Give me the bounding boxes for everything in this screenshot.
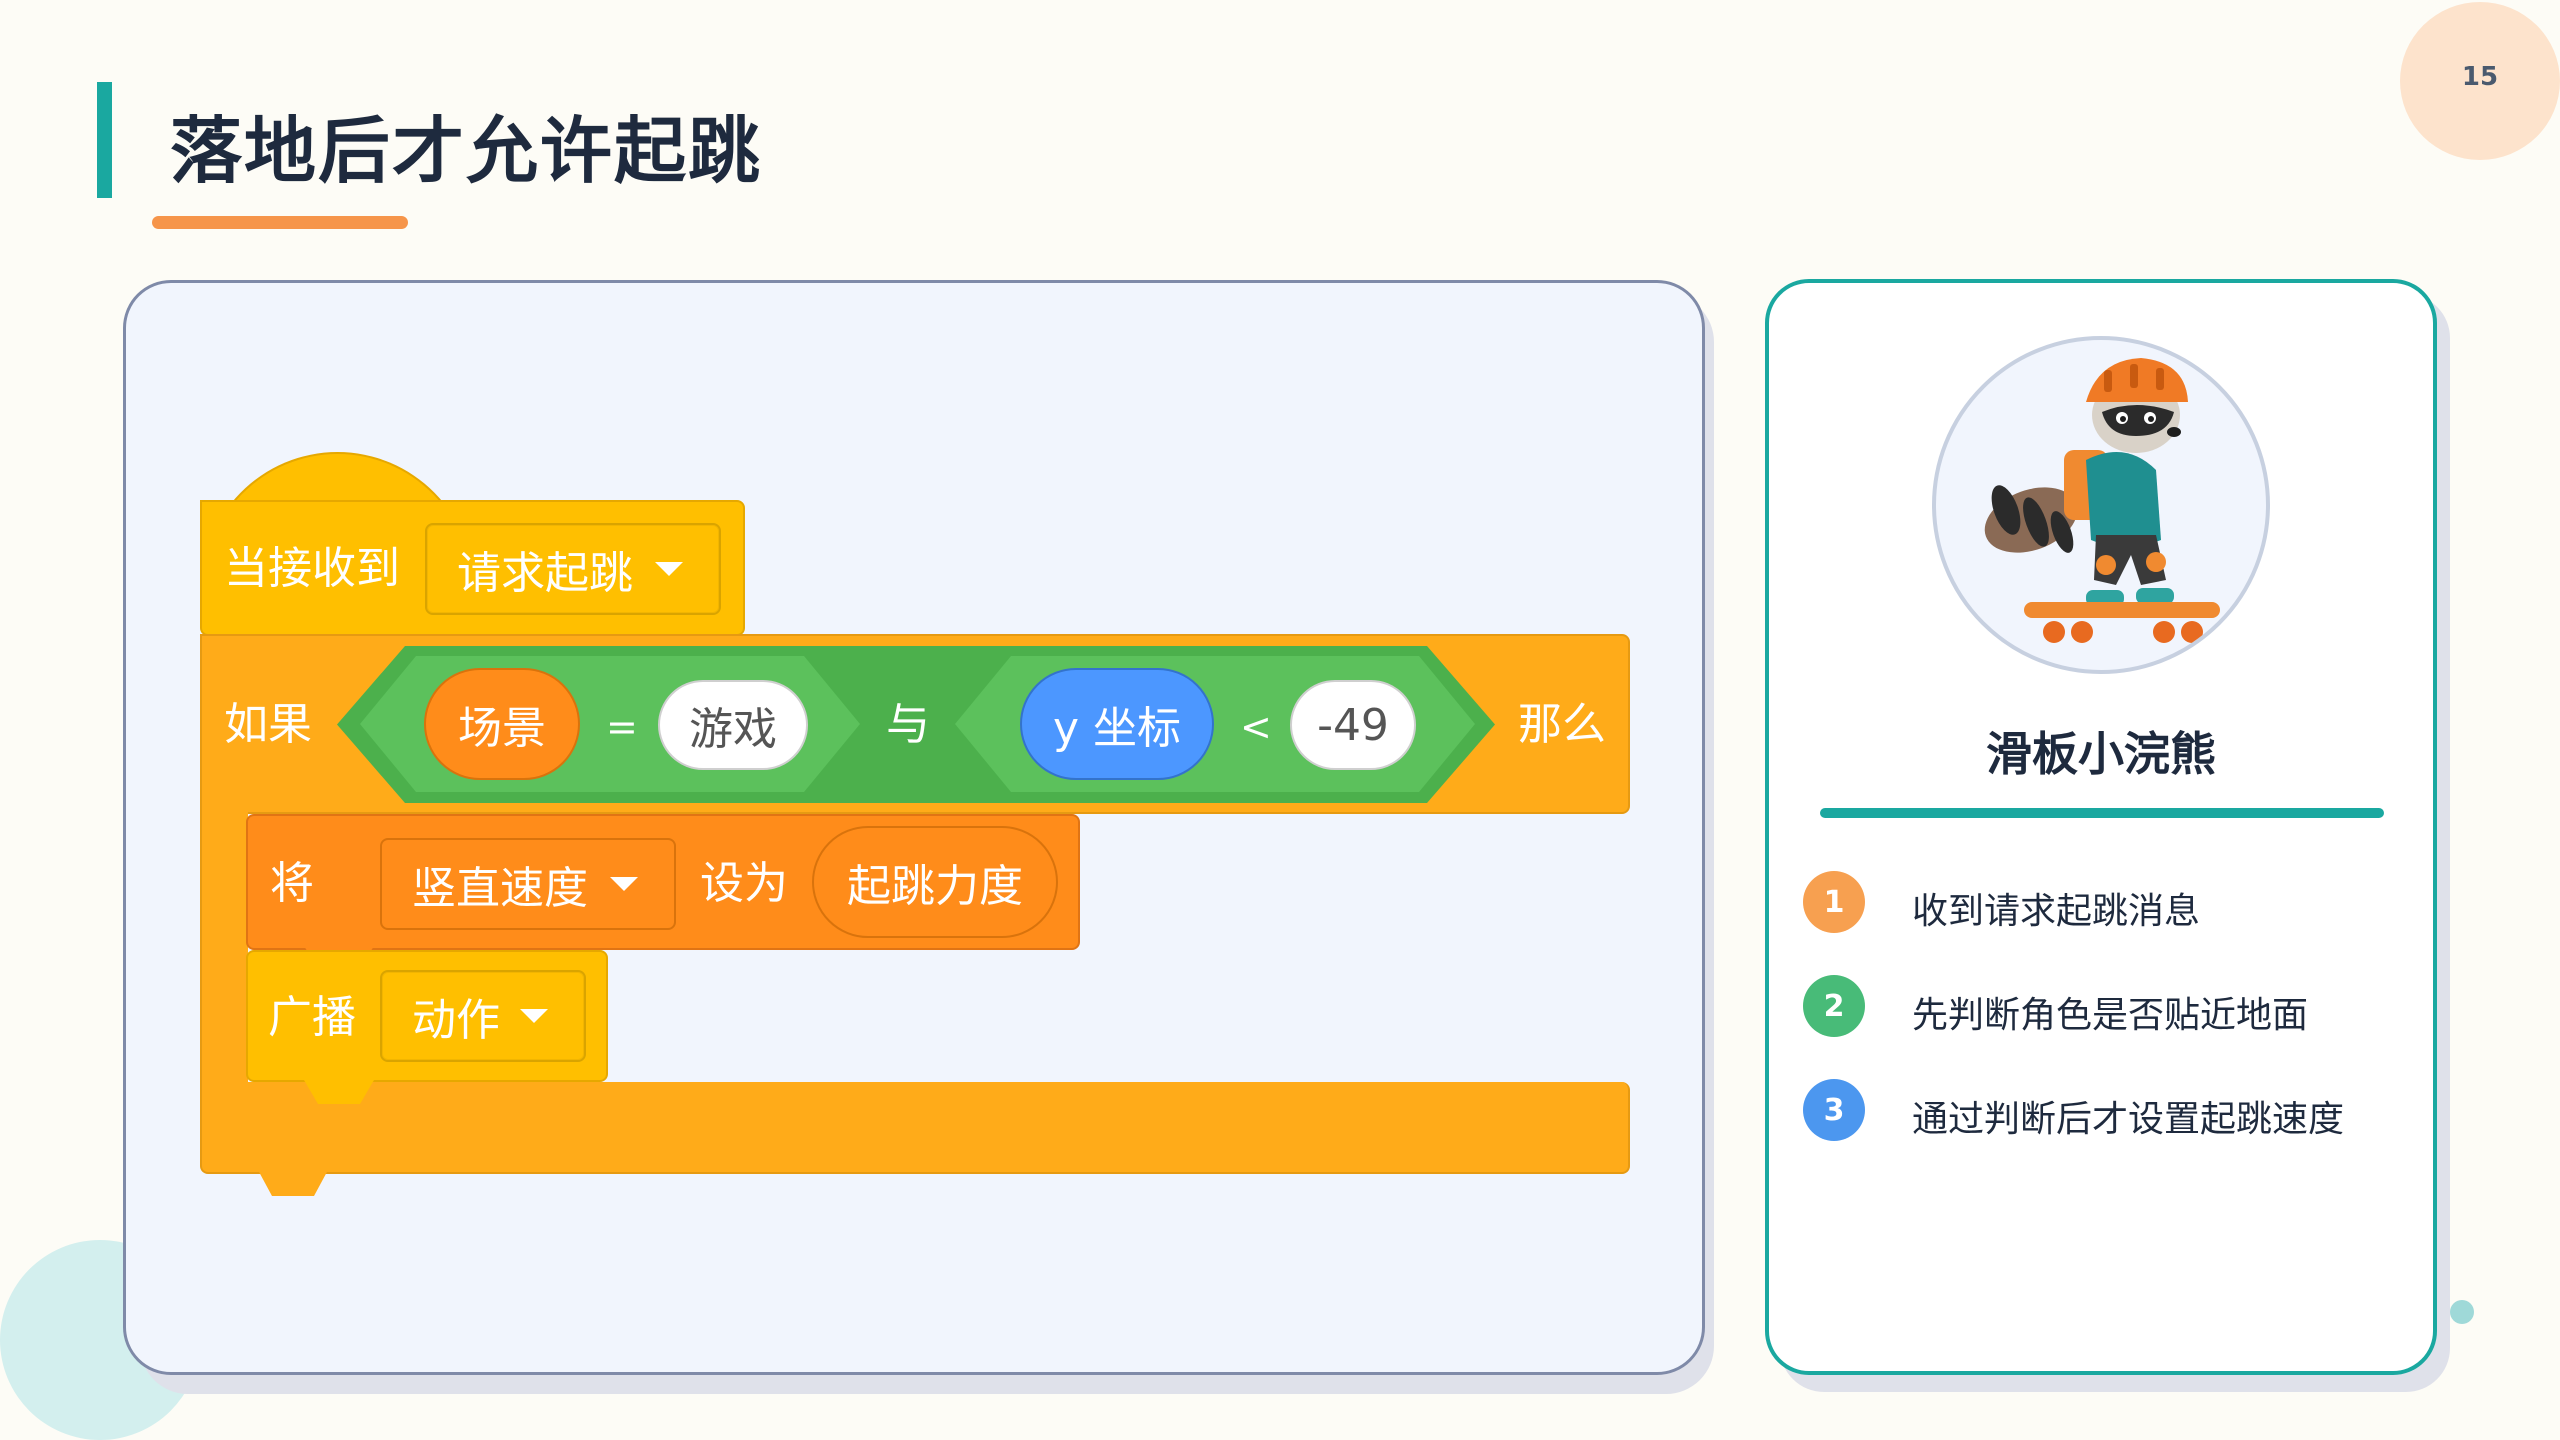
scene-variable-reporter[interactable]: 场景 xyxy=(424,668,580,780)
message-dropdown-value: 请求起跳 xyxy=(457,548,633,599)
jump-force-reporter[interactable]: 起跳力度 xyxy=(812,826,1058,938)
when-receive-label: 当接收到 xyxy=(224,543,400,594)
page-title: 落地后才允许起跳 xyxy=(170,109,763,193)
variable-dropdown[interactable]: 竖直速度 xyxy=(380,838,676,930)
if-label: 如果 xyxy=(224,699,312,750)
step-text-1: 收到请求起跳消息 xyxy=(1912,891,2201,932)
avatar xyxy=(1932,336,2270,674)
card-divider xyxy=(1820,808,2384,818)
dropdown-arrow-icon xyxy=(655,562,683,576)
set-to-label: 设为 xyxy=(700,858,788,909)
decoration-dot xyxy=(2450,1300,2474,1324)
title-accent-bar xyxy=(97,82,112,198)
threshold-value-input[interactable]: -49 xyxy=(1290,680,1416,770)
and-label: 与 xyxy=(886,699,930,750)
variable-dropdown-value: 竖直速度 xyxy=(412,863,588,914)
broadcast-label: 广播 xyxy=(268,992,356,1043)
broadcast-message-value: 动作 xyxy=(412,995,500,1046)
step-number-2: 2 xyxy=(1803,975,1865,1037)
if-block-arm xyxy=(200,810,248,1090)
corner-decoration xyxy=(2400,2,2560,160)
message-dropdown[interactable]: 请求起跳 xyxy=(425,523,721,615)
step-text-2: 先判断角色是否贴近地面 xyxy=(1912,995,2309,1036)
if-block-notch xyxy=(258,1170,328,1196)
step-number-1: 1 xyxy=(1803,871,1865,933)
if-block-end[interactable] xyxy=(200,1082,1630,1174)
game-value-input[interactable]: 游戏 xyxy=(658,680,808,770)
y-position-reporter[interactable]: y 坐标 xyxy=(1020,668,1214,780)
step-number-3: 3 xyxy=(1803,1079,1865,1141)
step-text-3: 通过判断后才设置起跳速度 xyxy=(1912,1099,2345,1140)
dropdown-arrow-icon xyxy=(520,1009,548,1023)
broadcast-message-dropdown[interactable]: 动作 xyxy=(380,970,586,1062)
skateboard-raccoon-icon xyxy=(1984,358,2220,643)
character-name: 滑板小浣熊 xyxy=(1986,727,2216,781)
set-label: 将 xyxy=(270,858,314,909)
page-number: 15 xyxy=(2461,62,2499,92)
less-than-symbol: < xyxy=(1240,705,1272,749)
then-label: 那么 xyxy=(1518,699,1606,750)
equals-symbol: = xyxy=(606,705,638,749)
dropdown-arrow-icon xyxy=(610,877,638,891)
title-underline xyxy=(152,216,408,229)
